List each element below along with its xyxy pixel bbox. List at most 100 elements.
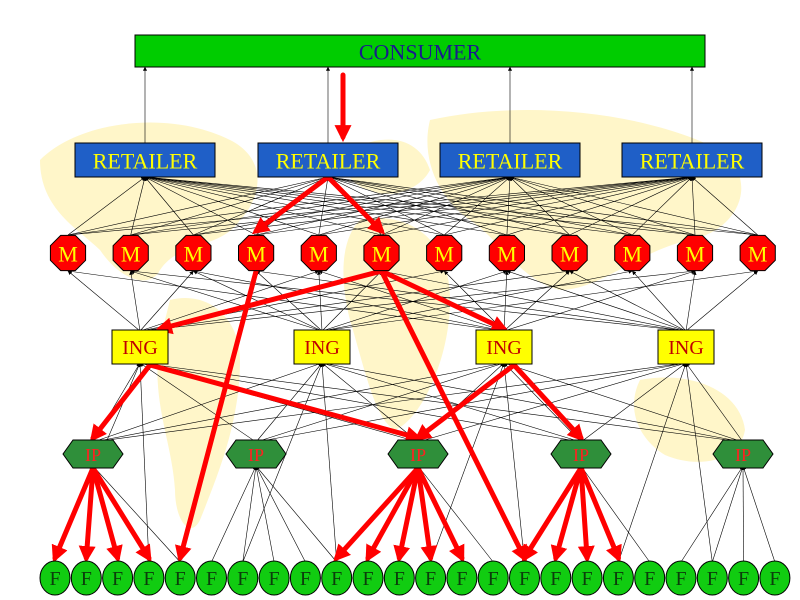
- farm-node: F: [352, 560, 384, 596]
- manufacturer-label: M: [58, 242, 78, 267]
- farm-node: F: [102, 560, 134, 596]
- thin-arrow: [130, 176, 147, 236]
- farm-label: F: [362, 568, 373, 590]
- manufacturer-node: M: [175, 234, 212, 272]
- thin-arrow: [327, 175, 758, 236]
- thin-arrow: [430, 362, 505, 563]
- retailer-box: [439, 142, 581, 178]
- ingredient-box: [293, 329, 351, 365]
- farm-label: F: [81, 568, 92, 590]
- processor-label: IP: [735, 445, 751, 465]
- thin-arrow: [192, 269, 505, 332]
- thin-arrow: [92, 361, 687, 443]
- thin-arrow: [67, 269, 505, 332]
- ingredient-label: ING: [304, 337, 340, 359]
- thin-arrow: [381, 269, 687, 332]
- ingredient-box: [475, 329, 533, 365]
- thin-arrow: [417, 465, 494, 563]
- thin-arrow: [381, 175, 693, 236]
- farm-label: F: [488, 568, 499, 590]
- farm-label: F: [331, 568, 342, 590]
- farm-label: F: [738, 568, 749, 590]
- thin-arrow: [130, 270, 323, 332]
- farm-label: F: [269, 568, 280, 590]
- thin-arrow: [712, 465, 744, 563]
- manufacturer-octagon: [614, 234, 651, 272]
- thin-arrow: [742, 465, 776, 563]
- thin-arrow: [316, 270, 323, 332]
- retailer-label: RETAILER: [458, 149, 563, 174]
- highlight-arrow: [578, 465, 622, 563]
- thin-arrow: [254, 465, 275, 563]
- thin-arrow: [506, 176, 512, 236]
- farm-node: F: [477, 560, 509, 596]
- manufacturer-node: M: [551, 234, 588, 272]
- manufacturer-octagon: [488, 234, 525, 272]
- highlight-arrow: [415, 465, 438, 564]
- farm-node: F: [321, 560, 353, 596]
- farm-node: F: [196, 560, 227, 596]
- processor-hexagon: [387, 439, 449, 469]
- farm-ellipse: [540, 560, 572, 596]
- ingredient-node: ING: [293, 329, 351, 365]
- thin-arrow: [211, 465, 257, 563]
- thin-arrow: [318, 176, 330, 236]
- thin-arrow: [318, 176, 511, 236]
- thin-arrow: [569, 270, 687, 332]
- retailer-label: RETAILER: [640, 149, 745, 174]
- thin-arrow: [321, 270, 508, 332]
- processor-label: IP: [410, 445, 426, 465]
- farm-label: F: [644, 568, 655, 590]
- thin-arrow: [139, 269, 696, 332]
- highlight-arrow: [90, 465, 152, 563]
- thin-arrow: [144, 175, 758, 236]
- highlight-arrow: [89, 362, 153, 443]
- highlight-arrow: [521, 465, 584, 563]
- highlight-arrow: [252, 174, 331, 235]
- manufacturer-label: M: [434, 242, 454, 267]
- processor-label: IP: [248, 445, 264, 465]
- farm-node: F: [415, 560, 447, 596]
- farm-node: F: [728, 560, 760, 596]
- farm-ellipse: [164, 560, 196, 596]
- processor-node: IP: [550, 439, 612, 469]
- thin-arrow: [509, 175, 758, 236]
- processor-node: IP: [225, 439, 287, 469]
- farm-label: F: [175, 568, 186, 590]
- ingredient-node: ING: [475, 329, 533, 365]
- thin-arrow: [255, 362, 505, 443]
- ingredient-label: ING: [486, 337, 522, 359]
- highlight-arrow: [175, 268, 259, 563]
- highlight-arrow: [78, 465, 96, 564]
- consumer-label: CONSUMER: [359, 40, 482, 65]
- farm-ellipse: [571, 560, 603, 596]
- retailer-label: RETAILER: [93, 149, 198, 174]
- thin-arrow: [580, 362, 687, 443]
- ingredient-box: [111, 329, 169, 365]
- thin-connection-arrows: [54, 66, 776, 563]
- thin-arrow: [506, 270, 687, 332]
- thin-arrow: [255, 270, 323, 332]
- farm-ellipse: [696, 560, 728, 596]
- manufacturer-label: M: [497, 242, 517, 267]
- farm-ellipse: [728, 560, 760, 596]
- processor-node: IP: [387, 439, 449, 469]
- thin-arrow: [680, 465, 744, 563]
- manufacturer-octagon: [49, 234, 87, 272]
- farm-label: F: [613, 568, 624, 590]
- highlight-arrow: [550, 465, 584, 563]
- thin-arrow: [327, 176, 445, 236]
- manufacturer-node: M: [238, 234, 275, 272]
- thin-arrow: [321, 269, 633, 332]
- farm-label: F: [206, 568, 217, 590]
- farm-node: F: [665, 560, 697, 596]
- farm-ellipse: [102, 560, 134, 596]
- consumer-box: [134, 34, 706, 68]
- manufacturer-octagon: [551, 234, 588, 272]
- manufacturer-octagon: [426, 234, 463, 272]
- farm-ellipse: [634, 560, 666, 596]
- thin-arrow: [193, 176, 329, 236]
- thin-arrow: [618, 362, 687, 563]
- thin-arrow: [139, 270, 194, 332]
